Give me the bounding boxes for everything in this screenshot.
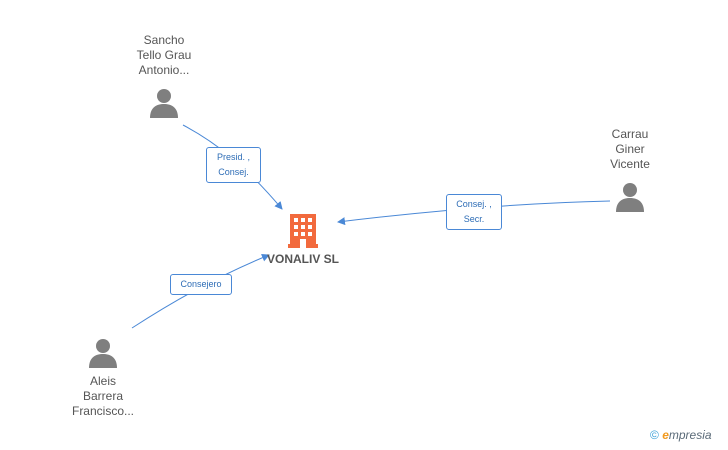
- relation-label-carrau[interactable]: Consej. , Secr.: [446, 194, 502, 230]
- person-name-line: Carrau: [611, 127, 649, 141]
- person-name-line: Tello Grau: [136, 48, 192, 62]
- person-name-line: Aleis: [89, 374, 116, 388]
- relation-label-line: Presid. ,: [216, 152, 250, 162]
- person-name-line: Sancho: [143, 33, 185, 47]
- relation-label-aleis[interactable]: Consejero: [170, 274, 232, 295]
- person-node-aleis[interactable]: Aleis Barrera Francisco...: [58, 338, 148, 419]
- company-name: VONALIV SL: [266, 252, 339, 266]
- person-name-line: Antonio...: [138, 63, 190, 77]
- relation-label-line: Consejero: [180, 279, 222, 289]
- relation-label-line: Secr.: [463, 214, 485, 224]
- brand-rest: mpresia: [668, 428, 712, 442]
- relation-label-line: Consej. ,: [456, 199, 492, 209]
- brand-initial: e: [662, 428, 669, 442]
- copyright-symbol: ©: [650, 428, 659, 442]
- person-icon: [616, 183, 644, 212]
- relation-label-line: Consej.: [218, 167, 249, 177]
- relation-label-sancho[interactable]: Presid. , Consej.: [206, 147, 261, 183]
- building-icon: [288, 214, 318, 248]
- person-node-carrau[interactable]: Carrau Giner Vicente: [590, 127, 670, 212]
- brand-logo: empresia: [662, 428, 711, 442]
- person-name-line: Francisco...: [71, 404, 134, 418]
- person-node-sancho[interactable]: Sancho Tello Grau Antonio...: [118, 33, 210, 118]
- person-name-line: Barrera: [82, 389, 123, 403]
- empresia-watermark[interactable]: © empresia: [650, 428, 712, 442]
- person-name-line: Vicente: [610, 157, 650, 171]
- company-node[interactable]: VONALIV SL: [262, 214, 344, 266]
- person-icon: [150, 89, 178, 118]
- person-icon: [89, 339, 117, 368]
- person-name-line: Giner: [615, 142, 645, 156]
